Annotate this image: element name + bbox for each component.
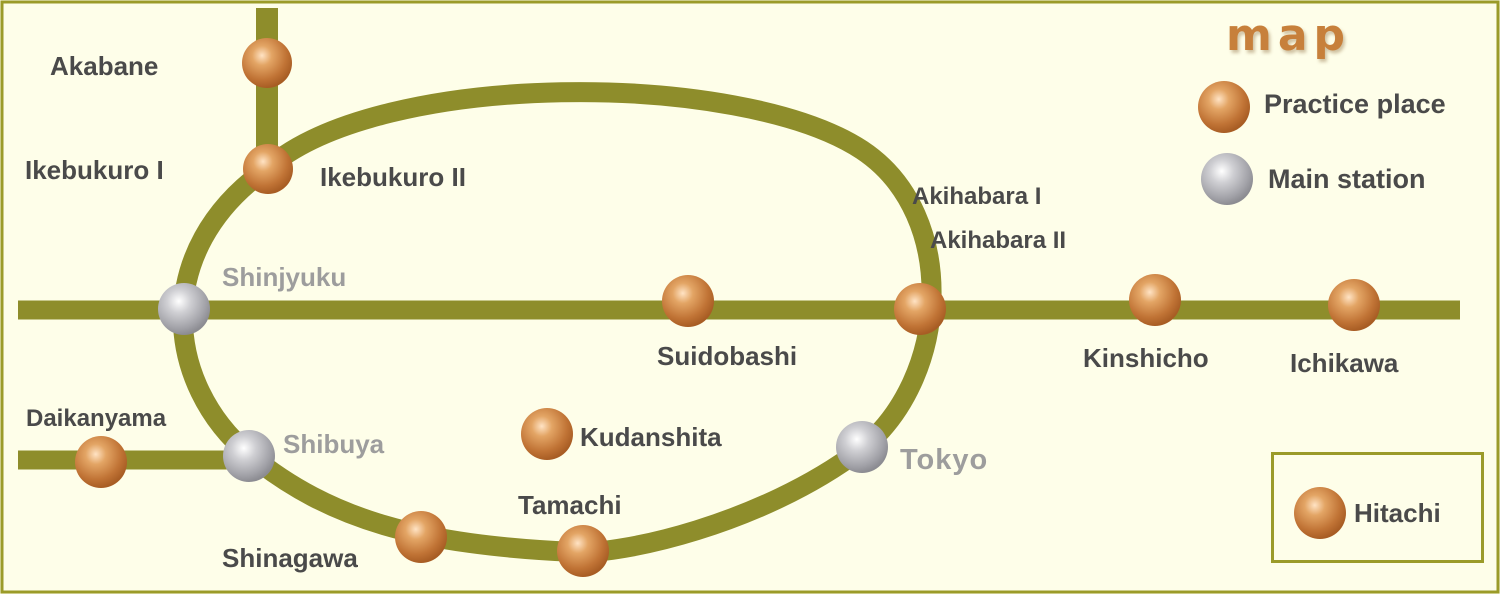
akihabara1-label: Akihabara I [912,183,1042,210]
ichikawa-station-dot [1328,279,1380,331]
daikanyama-station-dot [75,436,127,488]
shinagawa-station-dot [395,511,447,563]
kinshicho-label: Kinshicho [1083,343,1209,373]
suidobashi-station-dot [662,275,714,327]
kinshicho-station-dot [1129,274,1181,326]
tokyo-label: Tokyo [900,444,989,476]
kudanshita-label: Kudanshita [580,422,722,452]
tokyo-station-dot [836,421,888,473]
shinagawa-label: Shinagawa [222,543,358,573]
kudanshita-station-dot [521,408,573,460]
suidobashi-label: Suidobashi [657,341,798,371]
legend-practice-label: Practice place [1264,89,1446,119]
hitachi-station-dot [1294,487,1346,539]
ikebukuro1-label: Ikebukuro I [25,155,164,185]
shinjyuku-label: Shinjyuku [222,262,347,292]
tamachi-label: Tamachi [518,490,622,520]
akihabara-station-dot [894,283,946,335]
shinjyuku-station-dot [158,283,210,335]
ichikawa-label: Ichikawa [1290,348,1399,378]
akihabara2-label: Akihabara II [930,227,1067,254]
hitachi-label: Hitachi [1354,498,1441,528]
loop-line [172,82,942,563]
ikebukuro2-label: Ikebukuro II [320,162,466,192]
legend-main-label: Main station [1268,164,1426,194]
legend-main-marker [1201,153,1253,205]
daikanyama-label: Daikanyama [26,405,167,432]
hitachi-inset-box [1271,452,1484,563]
shibuya-station-dot [223,430,275,482]
tamachi-station-dot [557,525,609,577]
shibuya-label: Shibuya [283,429,385,459]
ikebukuro-station-dot [243,144,293,194]
map-title: map [1226,10,1352,61]
legend-practice-marker [1198,81,1250,133]
akabane-label: Akabane [50,51,159,81]
rail-lines [18,8,1460,563]
akabane-station-dot [242,38,292,88]
